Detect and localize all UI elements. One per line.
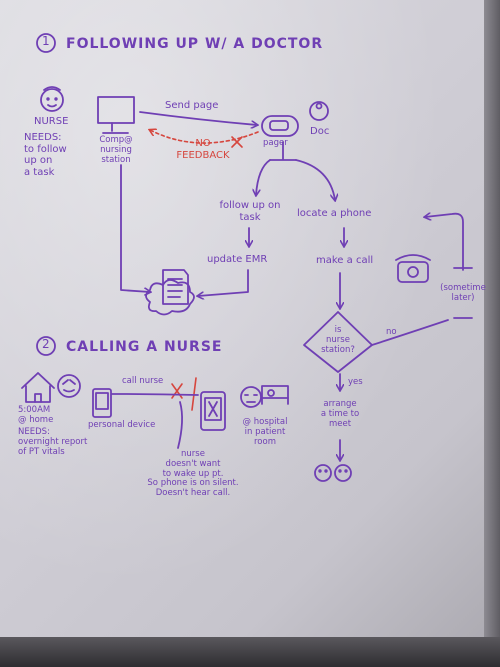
send-page-arrow <box>139 111 257 125</box>
hospital-label: @ hospital in patient room <box>242 417 288 447</box>
make-call: make a call <box>316 255 374 266</box>
no-label: no <box>386 327 397 337</box>
meeting-faces-icon <box>314 464 352 482</box>
locate-phone: locate a phone <box>297 208 372 219</box>
computer-label: Comp@ nursing station <box>99 135 133 165</box>
whiteboard-frame-bottom <box>0 637 500 667</box>
device-label: personal device <box>88 420 156 430</box>
loop-back-line <box>425 214 464 271</box>
section2-title: CALLING A NURSE <box>66 339 223 355</box>
section1-number: 1 <box>42 34 50 48</box>
time-location: 5:00AM @ home <box>18 405 54 425</box>
document-icon <box>162 269 189 305</box>
no-feedback-label: NO FEEDBACK <box>176 138 230 161</box>
sometime-later: (sometime later) <box>440 283 486 303</box>
pager-label: pager <box>263 138 288 148</box>
house-icon <box>21 372 55 403</box>
computer-icon <box>97 96 135 134</box>
no-path-line <box>371 319 449 346</box>
doctor-head-icon <box>309 101 329 121</box>
nurse-needs-text: NEEDS: to follow up on a task <box>24 132 67 178</box>
section2-number: 2 <box>42 337 50 351</box>
branch-arrow-right <box>295 159 335 200</box>
doc-label: Doc <box>310 126 330 137</box>
whiteboard-frame-right <box>484 0 500 667</box>
telephone-icon <box>395 254 431 283</box>
section1-number-circle <box>36 33 56 53</box>
yes-label: yes <box>348 377 363 387</box>
phone-device-icon <box>92 388 112 418</box>
nurse-label: NURSE <box>34 116 69 127</box>
decision-text: is nurse station? <box>321 325 355 355</box>
decision-diamond <box>303 311 373 373</box>
call-nurse-label: call nurse <box>122 376 164 386</box>
follow-up-task: follow up on task <box>219 200 281 223</box>
feedback-cross <box>231 136 243 148</box>
hospital-device-icon <box>200 391 226 431</box>
pager-branch-connector <box>269 141 297 161</box>
reason-connector <box>177 401 183 449</box>
send-page-label: Send page <box>165 100 219 111</box>
arrange-meet: arrange a time to meet <box>320 399 360 429</box>
pager-icon <box>261 115 299 137</box>
reason-text: nurse doesn't want to wake up pt. So pho… <box>147 449 239 499</box>
computer-to-cloud-arrow <box>120 164 150 292</box>
branch-arrow-left <box>256 159 271 195</box>
nurse-head-icon <box>40 86 64 112</box>
call-cross <box>171 383 183 399</box>
hospital-bed-icon <box>240 385 289 408</box>
update-emr: update EMR <box>207 254 268 265</box>
no-feedback-arrow <box>150 130 259 144</box>
emr-to-cloud-arrow <box>198 269 249 296</box>
section2-needs-text: NEEDS: overnight report of PT vitals <box>18 427 88 457</box>
section2-number-circle <box>36 336 56 356</box>
call-block-line <box>191 377 197 411</box>
cloud-icon <box>145 279 195 316</box>
call-nurse-arrow <box>111 393 199 396</box>
section1-title: FOLLOWING UP W/ A DOCTOR <box>66 36 324 52</box>
person-head-icon <box>57 374 81 398</box>
